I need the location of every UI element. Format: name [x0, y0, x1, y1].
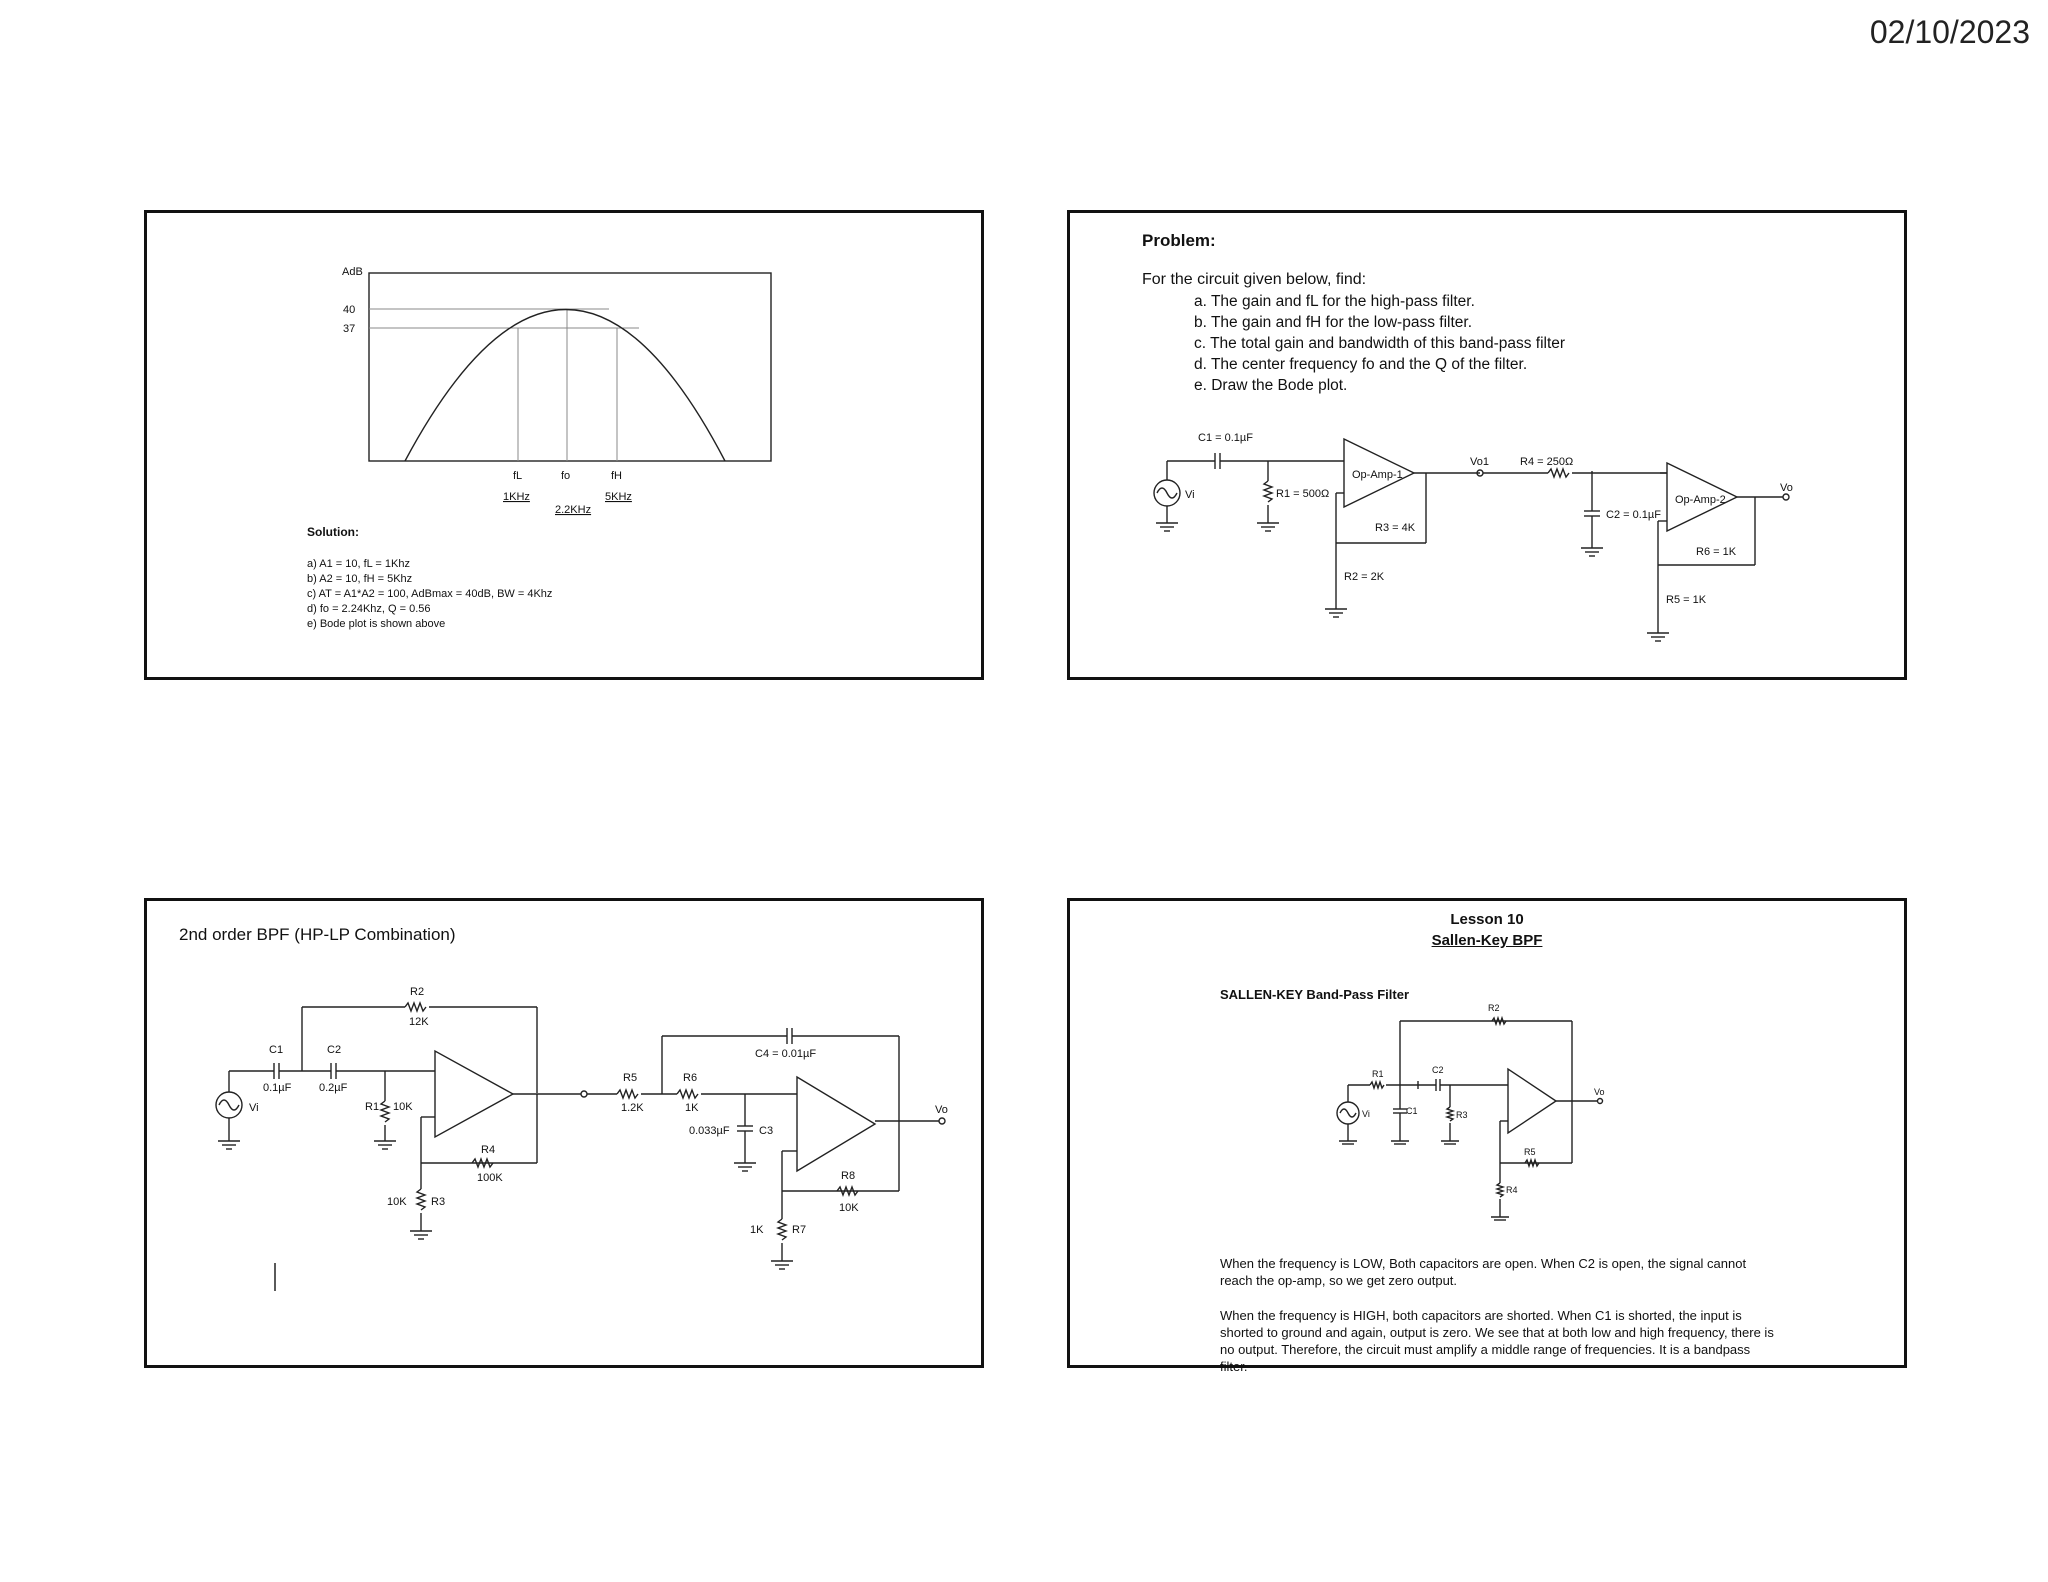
problem-item: d. The center frequency fo and the Q of …: [1194, 356, 1528, 373]
problem-item: b. The gain and fH for the low-pass filt…: [1194, 314, 1473, 331]
opamp1-icon: [434, 1049, 515, 1139]
freq-label-fh: fH: [611, 470, 622, 482]
solution-list: a) A1 = 10, fL = 1Khz b) A2 = 10, fH = 5…: [307, 557, 552, 632]
problem-items: a. The gain and fL for the high-pass fil…: [1194, 291, 1565, 396]
label-vi: Vi: [1362, 1109, 1370, 1119]
section-title: SALLEN-KEY Band-Pass Filter: [1220, 987, 1410, 1002]
freq-value-fl: 1KHz: [503, 491, 530, 503]
problem-item: e. Draw the Bode plot.: [1194, 377, 1348, 394]
label-r7: R7: [792, 1224, 806, 1236]
label-opamp1: Op-Amp-1: [1352, 469, 1403, 481]
label-vi: Vi: [249, 1102, 259, 1114]
label-r1: R1: [1372, 1069, 1384, 1079]
solution-item: d) fo = 2.24Khz, Q = 0.56: [307, 603, 431, 615]
label-r2: R2: [410, 986, 424, 998]
label-r5: R5 = 1K: [1666, 594, 1707, 606]
label-r3: R3: [1456, 1110, 1468, 1120]
label-c1: C1 = 0.1µF: [1198, 432, 1253, 444]
label-vo: Vo: [1780, 482, 1793, 494]
freq-label-fl: fL: [513, 470, 522, 482]
tick-37: 37: [343, 323, 355, 335]
label-r4: R4: [481, 1144, 495, 1156]
lesson-title: Lesson 10: [1450, 911, 1524, 928]
problem-item: c. The total gain and bandwidth of this …: [1194, 335, 1566, 352]
page-date: 02/10/2023: [1869, 14, 2030, 50]
bode-plot: AdB 40 37 fL fo fH 1KHz 2.2KHz 5KHz: [342, 266, 772, 516]
problem-question: For the circuit given below, find:: [1142, 271, 1367, 288]
label-r1-value: 10K: [393, 1101, 413, 1113]
label-r2: R2 = 2K: [1344, 571, 1385, 583]
label-r4: R4: [1506, 1185, 1518, 1195]
opamp2-icon: [796, 1075, 877, 1173]
label-r2-value: 12K: [409, 1016, 429, 1028]
freq-value-fh: 5KHz: [605, 491, 632, 503]
label-r8: R8: [841, 1170, 855, 1182]
lesson-heading: Lesson 10 Sallen-Key BPF: [1070, 909, 1904, 951]
label-r6: R6: [683, 1072, 697, 1084]
label-c1: C1: [1406, 1106, 1418, 1116]
sallen-key-schematic: R2 R1 C2 C1 R3 R5 R4 Vi Vo: [1336, 1003, 1605, 1221]
label-vo1: Vo1: [1470, 456, 1489, 468]
solution-title: Solution:: [307, 525, 359, 539]
label-r3-value: 10K: [387, 1196, 407, 1208]
paragraph-low-frequency: When the frequency is LOW, Both capacito…: [1220, 1256, 1747, 1288]
resistor-icon: [1369, 1079, 1385, 1091]
label-r6-value: 1K: [685, 1102, 699, 1114]
label-c2: C2 = 0.1µF: [1606, 509, 1661, 521]
label-r8-value: 10K: [839, 1202, 859, 1214]
bpf-schematic: R2 12K C1 0.1µF C2 0.2µF R1 10K Vi R4 10…: [215, 986, 948, 1291]
label-r4: R4 = 250Ω: [1520, 456, 1573, 468]
label-r7-value: 1K: [750, 1224, 764, 1236]
label-vo: Vo: [935, 1104, 948, 1116]
opamp1-icon: [1343, 437, 1416, 509]
problem-item: a. The gain and fL for the high-pass fil…: [1194, 293, 1475, 310]
problem-schematic: C1 = 0.1µF Vi R1 = 500Ω Op-Amp-1 R3 = 4K…: [1153, 432, 1793, 642]
problem-heading: Problem:: [1142, 231, 1216, 250]
slide-2nd-order-bpf: 2nd order BPF (HP-LP Combination): [144, 898, 984, 1368]
lesson-subtitle: Sallen-Key BPF: [1431, 932, 1543, 949]
label-r6: R6 = 1K: [1696, 546, 1737, 558]
freq-value-fo: 2.2KHz: [555, 504, 591, 516]
label-r2: R2: [1488, 1003, 1500, 1013]
label-vo: Vo: [1594, 1087, 1605, 1097]
tick-40: 40: [343, 304, 355, 316]
solution-item: a) A1 = 10, fL = 1Khz: [307, 558, 410, 570]
label-c2: C2: [327, 1044, 341, 1056]
opamp2-icon: [1666, 461, 1739, 533]
opamp-icon: [1507, 1067, 1558, 1135]
solution-item: e) Bode plot is shown above: [307, 618, 446, 630]
label-c3-value: 0.033µF: [689, 1125, 730, 1137]
label-c1-value: 0.1µF: [263, 1082, 292, 1094]
slide-problem: Problem: For the circuit given below, fi…: [1067, 210, 1907, 680]
label-r5: R5: [623, 1072, 637, 1084]
slide-bode-solution: AdB 40 37 fL fo fH 1KHz 2.2KHz 5KHz Solu…: [144, 210, 984, 680]
solution-item: c) AT = A1*A2 = 100, AdBmax = 40dB, BW =…: [307, 588, 553, 600]
label-r1: R1 = 500Ω: [1276, 488, 1329, 500]
solution-item: b) A2 = 10, fH = 5Khz: [307, 573, 413, 585]
label-r3: R3 = 4K: [1375, 522, 1416, 534]
label-r3: R3: [431, 1196, 445, 1208]
plot-frame: [368, 272, 772, 462]
label-r5-value: 1.2K: [621, 1102, 644, 1114]
label-c4: C4 = 0.01µF: [755, 1048, 816, 1060]
slide-title: 2nd order BPF (HP-LP Combination): [179, 925, 456, 944]
label-c2: C2: [1432, 1065, 1444, 1075]
label-c3: C3: [759, 1125, 773, 1137]
label-opamp2: Op-Amp-2: [1675, 494, 1726, 506]
label-vi: Vi: [1185, 489, 1195, 501]
paragraph-high-frequency: When the frequency is HIGH, both capacit…: [1220, 1308, 1774, 1374]
label-c2-value: 0.2µF: [319, 1082, 348, 1094]
axis-label: AdB: [342, 266, 363, 278]
resistor-icon: [1262, 480, 1274, 503]
label-r1: R1: [365, 1101, 379, 1113]
label-r5: R5: [1524, 1147, 1536, 1157]
label-c1: C1: [269, 1044, 283, 1056]
slide-sallen-key: Lesson 10 Sallen-Key BPF SALLEN-KEY Band…: [1067, 898, 1907, 1374]
resistor-icon: [404, 1001, 427, 1013]
freq-label-fo: fo: [561, 470, 570, 482]
label-r4-value: 100K: [477, 1172, 503, 1184]
bode-curve: [404, 308, 726, 462]
